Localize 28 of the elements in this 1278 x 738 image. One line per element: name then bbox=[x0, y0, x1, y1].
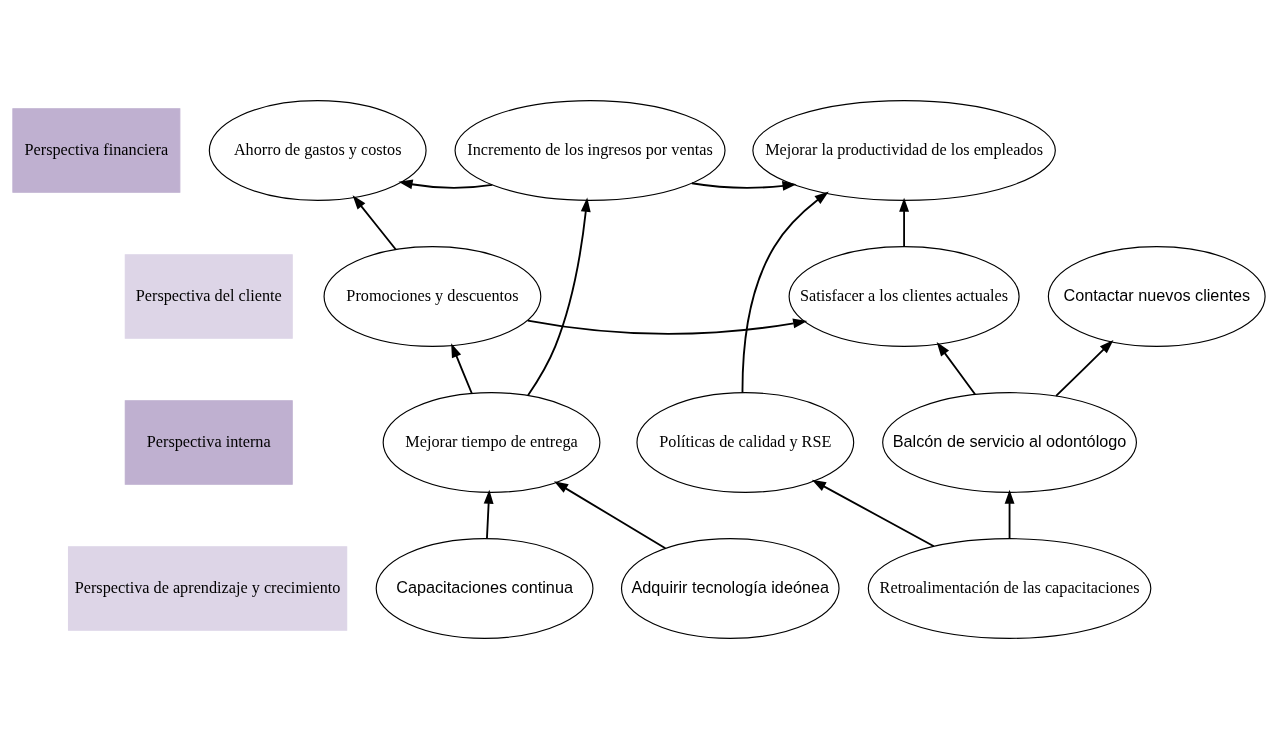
node-ellipse: Promociones y descuentos bbox=[323, 245, 542, 347]
node-box: Perspectiva financiera bbox=[12, 107, 181, 193]
arrow bbox=[451, 342, 473, 394]
arrow bbox=[352, 194, 397, 250]
arrow bbox=[741, 191, 829, 394]
node-box: Perspectiva del cliente bbox=[124, 253, 293, 339]
node-ellipse: Satisfacer a los clientes actuales bbox=[788, 245, 1020, 347]
arrow bbox=[398, 179, 494, 189]
node-ellipse: Adquirir tecnología ideónea bbox=[620, 537, 840, 639]
node-ellipse: Capacitaciones continua bbox=[375, 537, 594, 639]
node-box: Perspectiva de aprendizaje y crecimiento bbox=[67, 545, 348, 631]
arrow bbox=[527, 197, 591, 396]
arrow bbox=[811, 479, 935, 547]
arrow bbox=[936, 341, 976, 395]
node-ellipse: Retroalimentación de las capacitaciones bbox=[867, 537, 1152, 639]
arrow bbox=[526, 317, 808, 335]
arrow bbox=[899, 197, 910, 247]
node-ellipse: Incremento de los ingresos por ventas bbox=[454, 99, 726, 201]
arrow bbox=[554, 480, 667, 549]
node-ellipse: Balcón de servicio al odontólogo bbox=[882, 391, 1137, 493]
node-box: Perspectiva interna bbox=[124, 399, 293, 485]
arrow bbox=[1004, 489, 1015, 539]
arrow bbox=[1055, 339, 1114, 397]
arrow bbox=[690, 180, 797, 191]
arrow bbox=[483, 489, 494, 539]
node-ellipse: Mejorar la productividad de los empleados bbox=[752, 99, 1056, 201]
node-ellipse: Ahorro de gastos y costos bbox=[208, 99, 427, 201]
node-ellipse: Contactar nuevos clientes bbox=[1047, 245, 1266, 347]
